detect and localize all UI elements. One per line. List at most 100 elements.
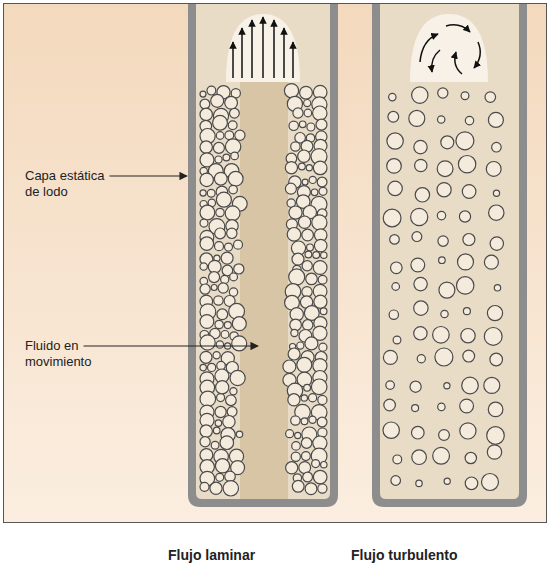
particle	[487, 445, 501, 459]
particle	[302, 179, 308, 185]
particle	[200, 482, 209, 491]
particle	[437, 183, 451, 197]
particle	[416, 480, 422, 486]
particle	[461, 92, 469, 100]
particle	[389, 310, 398, 319]
particle	[200, 437, 210, 447]
particle	[306, 165, 312, 171]
particle	[494, 285, 500, 291]
particle	[200, 91, 206, 97]
particle	[305, 483, 317, 495]
particle	[225, 206, 240, 221]
particle	[441, 136, 454, 149]
particle	[230, 388, 237, 395]
particle	[437, 211, 445, 219]
particle	[215, 459, 229, 473]
particle	[208, 363, 216, 371]
particle	[304, 384, 311, 391]
particle	[302, 229, 314, 241]
pipe-wall	[188, 4, 338, 507]
particle	[486, 162, 501, 177]
particle	[200, 364, 206, 370]
particle	[313, 161, 327, 175]
caption-label: Flujo laminar	[168, 546, 255, 564]
particle	[232, 336, 247, 351]
callout-label: Fluido en movimiento	[25, 338, 121, 370]
particle	[412, 232, 422, 242]
callout-label: Capa estática de lodo	[25, 168, 121, 200]
particle	[311, 189, 318, 196]
particle	[485, 92, 496, 103]
particle	[225, 96, 238, 109]
particle	[293, 108, 303, 118]
particle	[409, 110, 425, 126]
particle	[390, 235, 400, 245]
particle	[411, 258, 425, 272]
particle	[391, 262, 403, 274]
frame	[4, 4, 547, 523]
particle	[217, 309, 228, 320]
particle	[389, 93, 396, 100]
particle	[291, 142, 300, 151]
particle	[284, 84, 298, 98]
particle	[223, 154, 230, 161]
particle	[318, 275, 327, 284]
particle	[316, 119, 327, 130]
particle	[319, 187, 327, 195]
particle	[415, 188, 429, 202]
particle	[465, 452, 476, 463]
particle	[200, 263, 207, 270]
particle	[211, 94, 224, 107]
particle	[388, 181, 402, 195]
particle	[200, 425, 212, 437]
particle	[213, 115, 228, 130]
particle	[417, 355, 425, 363]
particle	[460, 399, 474, 413]
particle	[444, 478, 450, 484]
particle	[384, 399, 396, 411]
particle	[313, 252, 320, 259]
particle	[286, 462, 298, 474]
particle	[463, 350, 475, 362]
particle	[200, 219, 208, 227]
particle	[305, 337, 318, 350]
particle	[216, 132, 224, 140]
particle	[200, 237, 214, 251]
particle	[309, 416, 316, 423]
particle	[303, 320, 313, 330]
particle	[412, 426, 425, 439]
particle	[306, 273, 318, 285]
particle	[200, 335, 215, 350]
particle	[463, 234, 475, 246]
particle	[215, 228, 226, 239]
particle	[437, 161, 453, 177]
particle	[492, 142, 502, 152]
particle	[460, 423, 476, 439]
particle	[484, 328, 502, 346]
particle	[285, 183, 296, 194]
particle	[412, 405, 419, 412]
particle	[291, 329, 298, 336]
particle	[302, 261, 312, 271]
pipe-bore	[196, 4, 330, 499]
particle	[213, 352, 220, 359]
pipe-bore	[380, 4, 519, 499]
moving-fluid-core	[240, 80, 288, 499]
particle	[493, 190, 499, 196]
particle	[488, 402, 503, 417]
particle	[228, 171, 243, 186]
particle	[457, 277, 474, 294]
particle	[321, 252, 327, 258]
particle	[211, 441, 219, 449]
particle	[487, 306, 502, 321]
particle	[318, 484, 327, 493]
particle	[317, 177, 327, 187]
particle	[217, 394, 225, 402]
particle	[311, 379, 327, 395]
particle	[225, 243, 233, 251]
particle	[412, 87, 428, 103]
particle	[291, 416, 300, 425]
particle	[318, 395, 327, 404]
particle	[490, 237, 503, 250]
particle	[200, 205, 215, 220]
